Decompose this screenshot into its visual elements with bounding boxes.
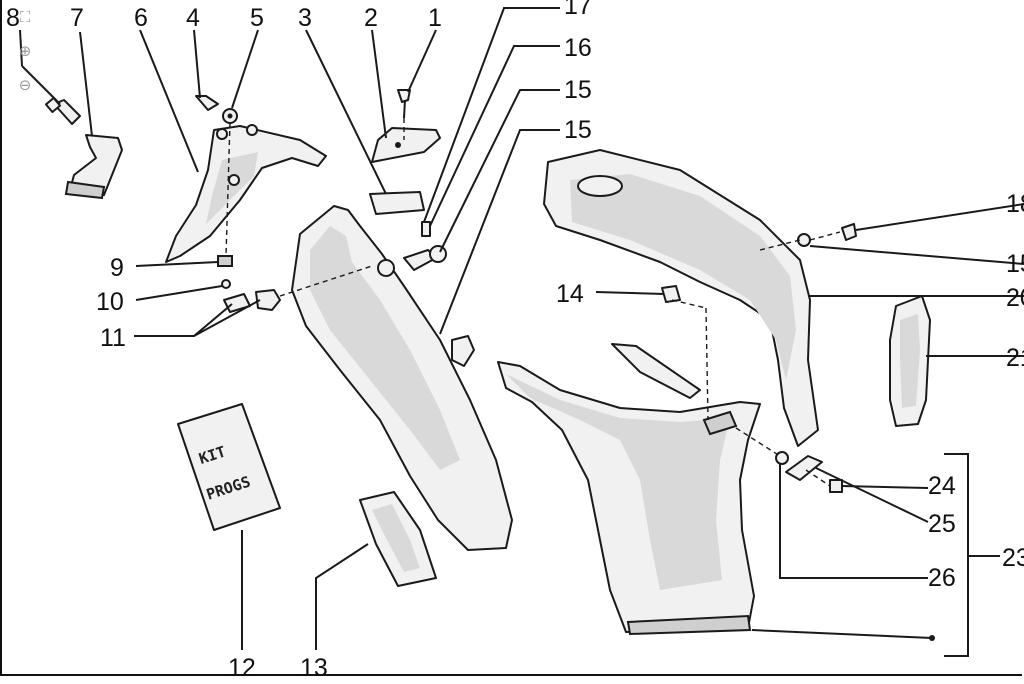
- label-16: 15: [564, 76, 592, 104]
- part-10-screw: [221, 279, 231, 289]
- part-23-lower-panel: [497, 343, 761, 636]
- label-15-right: 15: [1006, 250, 1024, 278]
- fit-screen-icon[interactable]: ⛶: [19, 8, 31, 26]
- part-8-bolt: [44, 96, 81, 125]
- assembly-guide-lines: [225, 118, 841, 487]
- part-7-bracket: [64, 134, 123, 200]
- label-23: 23: [1002, 544, 1024, 572]
- label-21: 20: [1006, 284, 1024, 312]
- zoom-in-icon[interactable]: ⊕: [18, 42, 32, 60]
- part-14-screw: [661, 285, 681, 303]
- leader-lines: [19, 7, 1024, 657]
- label-18: 17: [564, 0, 592, 20]
- part-12-kit-bag: [177, 403, 281, 531]
- zoom-toolbar: ⛶ ⊕ ⊖: [6, 6, 36, 96]
- label-7: 7: [70, 4, 84, 32]
- part-17-18-fastener: [421, 221, 431, 237]
- part-11-knob: [223, 289, 281, 313]
- part-26-washer: [775, 451, 789, 465]
- label-10: 10: [96, 288, 124, 316]
- label-5: 5: [250, 4, 264, 32]
- part-16-screw-spring: [403, 245, 447, 271]
- label-26: 26: [928, 564, 956, 592]
- zoom-out-icon[interactable]: ⊖: [18, 76, 32, 94]
- part-4-screw: [195, 95, 219, 111]
- left-side-panel: [291, 205, 513, 551]
- part-2-plate: [371, 127, 441, 163]
- part-9-clip: [217, 255, 233, 267]
- label-25: 25: [928, 510, 956, 538]
- label-20: 18: [1006, 190, 1024, 218]
- part-5-washer: [222, 108, 238, 124]
- label-17: 16: [564, 34, 592, 62]
- label-14: 14: [556, 280, 584, 308]
- part-22-reflector: [889, 295, 931, 427]
- label-9: 9: [110, 254, 124, 282]
- label-4: 4: [186, 4, 200, 32]
- label-22: 21: [1006, 344, 1024, 372]
- label-11: 11: [100, 324, 126, 352]
- part-20-screw: [841, 223, 857, 241]
- label-13: 13: [300, 654, 328, 682]
- part-6-bracket: [165, 124, 327, 263]
- label-2: 2: [364, 4, 378, 32]
- part-13-indicator-lens: [359, 491, 437, 587]
- part-labels: 8 7 6 4 5 3 2 1 17 16 15 15 9 10 11 14 1…: [6, 0, 1024, 682]
- part-3-cover-plate: [369, 191, 425, 215]
- part-25-bracket: [785, 455, 823, 481]
- part-1-screw: [397, 89, 411, 119]
- label-24: 24: [928, 472, 956, 500]
- label-12: 12: [228, 654, 256, 682]
- label-6: 6: [134, 4, 148, 32]
- label-8: 8: [6, 4, 20, 32]
- part-21-upper-panel: [543, 149, 819, 447]
- label-15-top: 15: [564, 116, 592, 144]
- part-24-screw: [829, 479, 843, 493]
- part-15-washer: [797, 233, 811, 247]
- label-3: 3: [298, 4, 312, 32]
- label-1: 1: [428, 4, 442, 32]
